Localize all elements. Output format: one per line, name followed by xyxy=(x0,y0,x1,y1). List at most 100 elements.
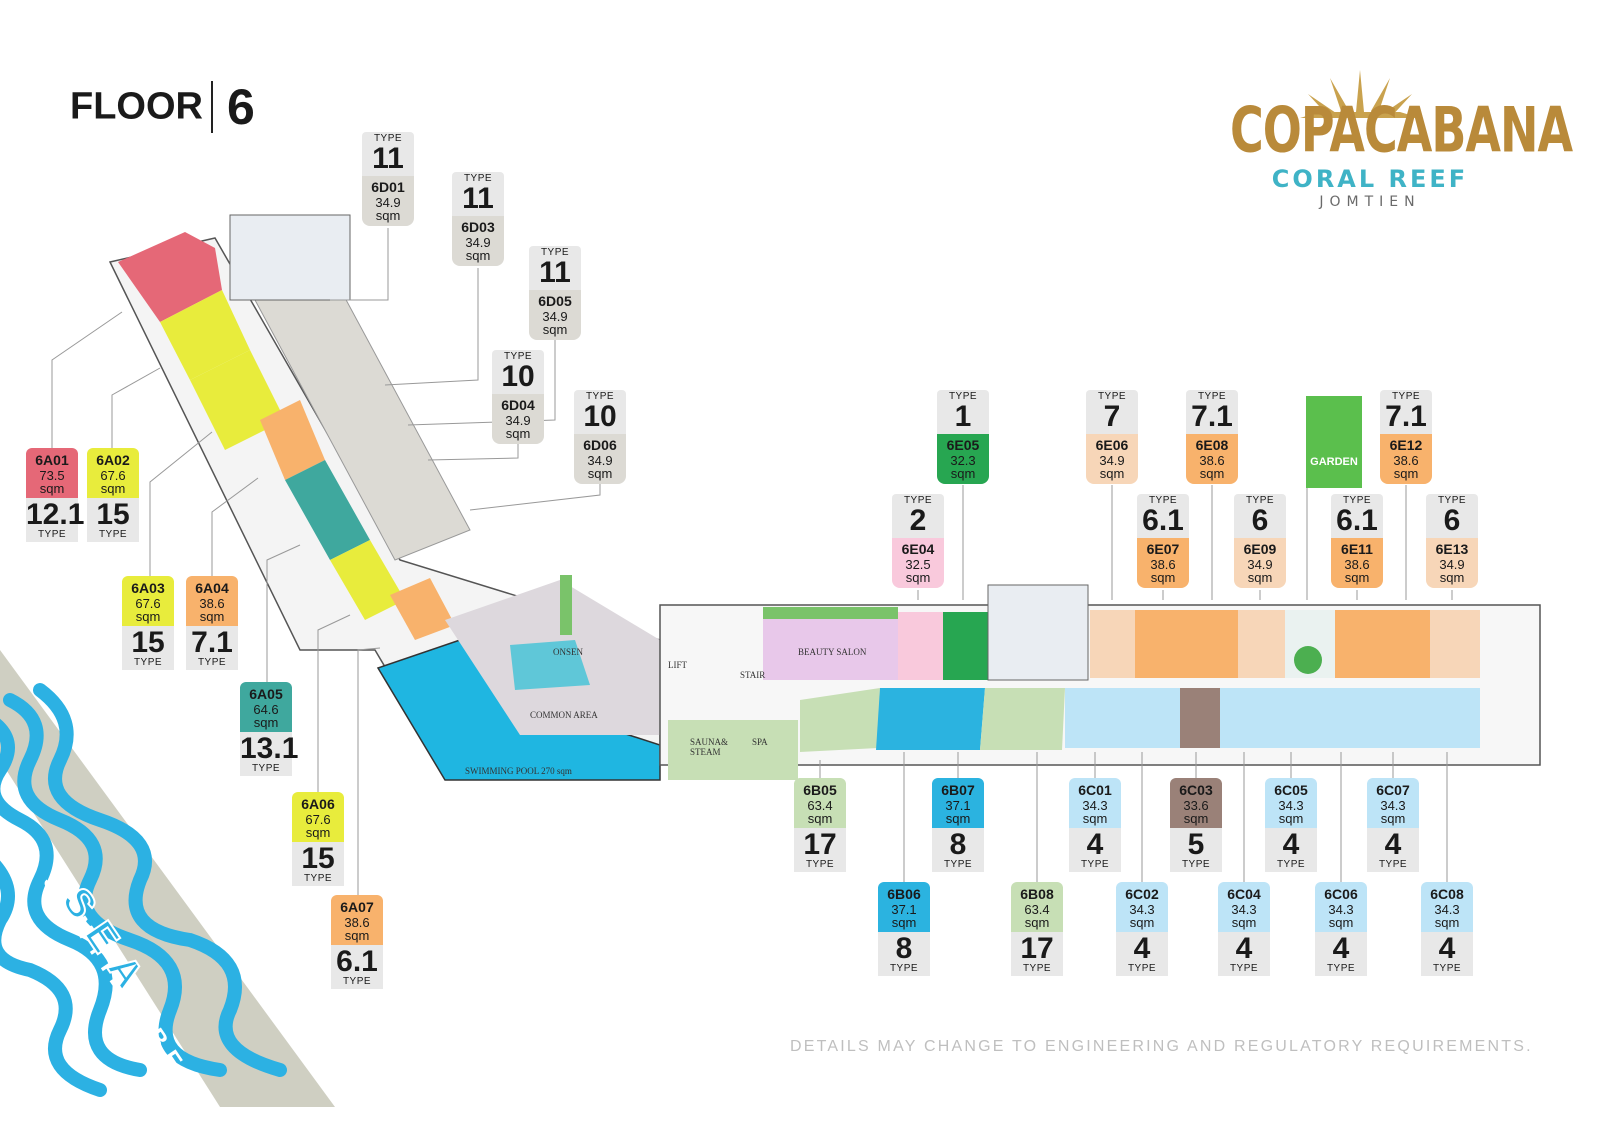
type-number: 2 xyxy=(909,504,927,537)
unit-area-unit: sqm xyxy=(199,609,225,624)
unit-area-unit: sqm xyxy=(1380,811,1406,826)
sauna-spa xyxy=(668,720,798,780)
unit-area: 37.1 xyxy=(945,798,971,813)
lift-stair-core xyxy=(987,584,1089,681)
type-caption: TYPE xyxy=(251,763,281,774)
type-caption: TYPE xyxy=(1391,391,1421,402)
type-caption: TYPE xyxy=(1097,391,1127,402)
unit-area-unit: sqm xyxy=(39,481,65,496)
unit-area: 34.9 xyxy=(465,235,491,250)
unit-area-unit: sqm xyxy=(465,248,491,263)
unit-id: 6D01 xyxy=(371,179,405,195)
unit-area: 33.6 xyxy=(1183,798,1209,813)
room-label-lift: LIFT xyxy=(668,660,687,670)
unit-area: 67.6 xyxy=(135,596,161,611)
unit-area-unit: sqm xyxy=(905,570,931,585)
unit-area-6A02 xyxy=(160,290,250,380)
unit-area: 38.6 xyxy=(199,596,225,611)
type-number: 7.1 xyxy=(191,626,233,659)
sea-waves xyxy=(0,683,287,1097)
beauty-salon-green xyxy=(763,607,898,619)
stair-block xyxy=(229,214,351,301)
unit-area-unit: sqm xyxy=(1278,811,1304,826)
unit-area-unit: sqm xyxy=(1199,466,1225,481)
unit-area: 34.9 xyxy=(505,413,531,428)
unit-area: 73.5 xyxy=(39,468,65,483)
unit-id: 6E08 xyxy=(1195,437,1229,453)
unit-area-unit: sqm xyxy=(1439,570,1465,585)
type-caption: TYPE xyxy=(37,529,67,540)
type-caption: TYPE xyxy=(1197,391,1227,402)
type-number: 11 xyxy=(462,182,494,215)
unit-area: 34.3 xyxy=(1434,902,1460,917)
unit-area-unit: sqm xyxy=(305,825,331,840)
unit-area: 63.4 xyxy=(1024,902,1050,917)
unit-area: 64.6 xyxy=(253,702,279,717)
unit-area: 34.9 xyxy=(587,453,613,468)
unit-area-6E06 xyxy=(1090,610,1135,678)
unit-id: 6E05 xyxy=(946,437,980,453)
type-number: 17 xyxy=(1020,932,1054,965)
unit-area-unit: sqm xyxy=(1231,915,1257,930)
room-label-sauna: SAUNA& STEAM xyxy=(690,737,729,757)
type-caption: TYPE xyxy=(1378,859,1408,870)
green-strip xyxy=(560,575,572,635)
unit-area-6A01 xyxy=(118,232,222,322)
logo-subtitle: CORAL REEF xyxy=(1271,165,1469,193)
unit-area: 38.6 xyxy=(344,915,370,930)
unit-id: 6A02 xyxy=(96,452,130,468)
type-number: 11 xyxy=(539,256,571,289)
type-number: 4 xyxy=(1332,932,1350,965)
type-number: 8 xyxy=(895,932,913,965)
type-number: 6.1 xyxy=(336,945,378,978)
unit-area-c-row xyxy=(1065,688,1480,748)
type-number: 5 xyxy=(1187,828,1205,861)
unit-area-unit: sqm xyxy=(1393,466,1419,481)
unit-id: 6B07 xyxy=(941,782,975,798)
type-number: 17 xyxy=(803,828,837,861)
garden-label: GARDEN xyxy=(1310,456,1358,468)
type-caption: TYPE xyxy=(373,133,403,144)
type-caption: TYPE xyxy=(540,247,570,258)
